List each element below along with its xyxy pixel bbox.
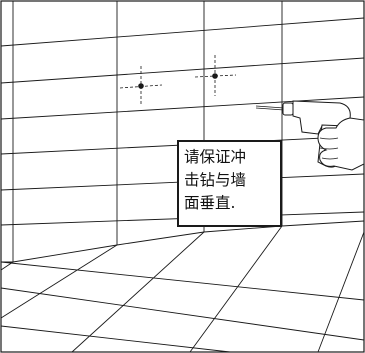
- floor-cross-joints: [0, 261, 365, 353]
- drill-mark-right: [194, 55, 237, 96]
- drill-hole-right: [212, 73, 218, 79]
- callout-line-3: 面垂直.: [184, 194, 236, 212]
- callout-box: [177, 140, 282, 227]
- callout-text: 请保证冲 击钻与墙 面垂直.: [184, 146, 284, 215]
- drill-mark-left: [119, 66, 163, 106]
- wall-floor-junction: [1, 220, 365, 263]
- floor-receding-joints: [0, 225, 365, 353]
- hand-icon: [317, 117, 365, 171]
- drill-hole-left: [138, 83, 144, 89]
- callout-line-2: 击钻与墙: [184, 171, 247, 189]
- callout-line-1: 请保证冲: [184, 148, 247, 166]
